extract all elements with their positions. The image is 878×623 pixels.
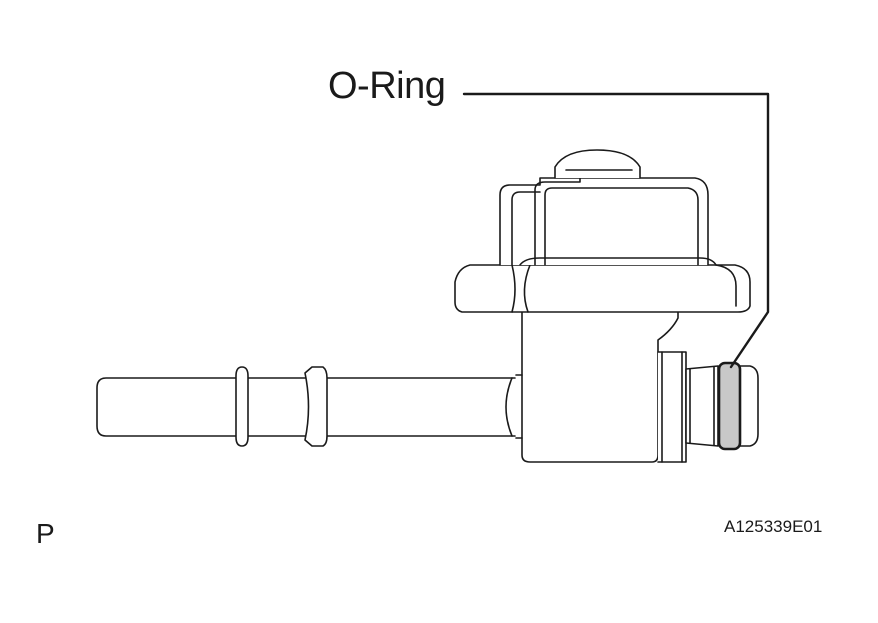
cap-dome [499,175,717,266]
corner-mark: P [36,518,55,549]
cap-flange [454,264,751,313]
top-knob [554,149,641,179]
o-ring-leader-line [462,92,770,369]
outlet-nipple [685,365,759,447]
inlet-tube [96,377,516,437]
outlet-block [657,351,687,463]
o-ring [717,361,742,451]
valve-body [515,304,679,463]
figure-id: A125339E01 [724,517,823,536]
o-ring-label: O-Ring [328,65,446,107]
tube-bead-2 [304,366,328,447]
tube-bead-1 [235,366,249,447]
